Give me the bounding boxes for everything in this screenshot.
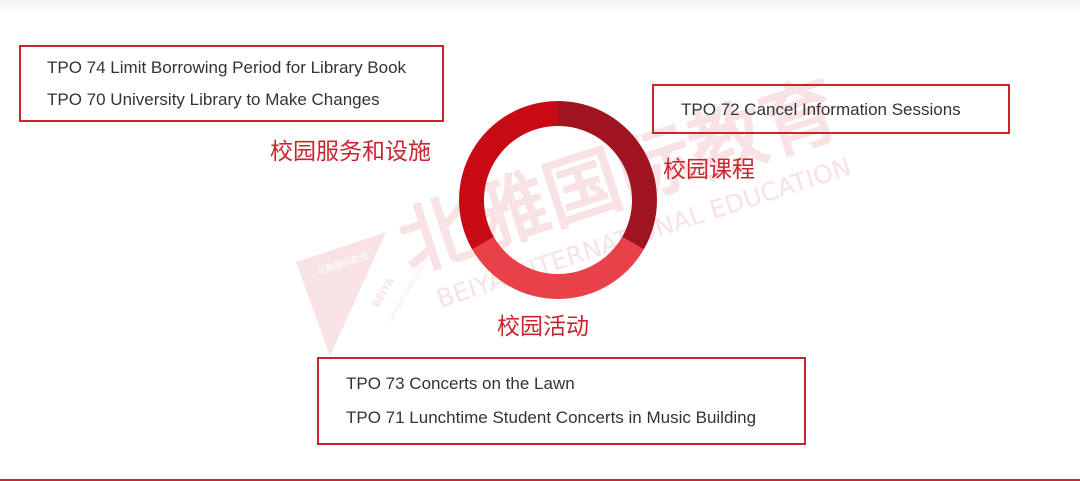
facilities-ring-segment	[459, 101, 558, 250]
bottom-accent-rule	[0, 479, 1080, 481]
category-donut-ring	[459, 101, 657, 299]
facilities-category-label: 校园服务和设施	[270, 139, 431, 165]
activities-category-label: 校园活动	[497, 314, 589, 340]
courses-topic: TPO 72 Cancel Information Sessions	[681, 100, 961, 119]
facilities-topics-box: TPO 74 Limit Borrowing Period for Librar…	[19, 45, 444, 122]
activities-ring-segment	[472, 237, 644, 299]
facilities-topic: TPO 74 Limit Borrowing Period for Librar…	[47, 58, 407, 77]
activities-topics-box: TPO 73 Concerts on the Lawn TPO 71 Lunch…	[317, 357, 806, 445]
courses-category-label: 校园课程	[663, 157, 755, 183]
courses-topics-box: TPO 72 Cancel Information Sessions	[652, 84, 1010, 134]
activities-topic: TPO 71 Lunchtime Student Concerts in Mus…	[346, 408, 757, 427]
watermark-logo-shape	[296, 232, 386, 356]
courses-ring-segment	[558, 101, 657, 250]
top-shadow-band	[0, 0, 1080, 14]
facilities-topic: TPO 70 University Library to Make Change…	[47, 90, 380, 109]
watermark-logo-cn: 北雅国际教育	[315, 250, 370, 278]
watermark-logo-sub: INTERNATIONAL EDUCATION	[388, 246, 437, 323]
watermark-logo-text: BEIYA	[371, 276, 397, 310]
activities-topic: TPO 73 Concerts on the Lawn	[346, 374, 575, 393]
